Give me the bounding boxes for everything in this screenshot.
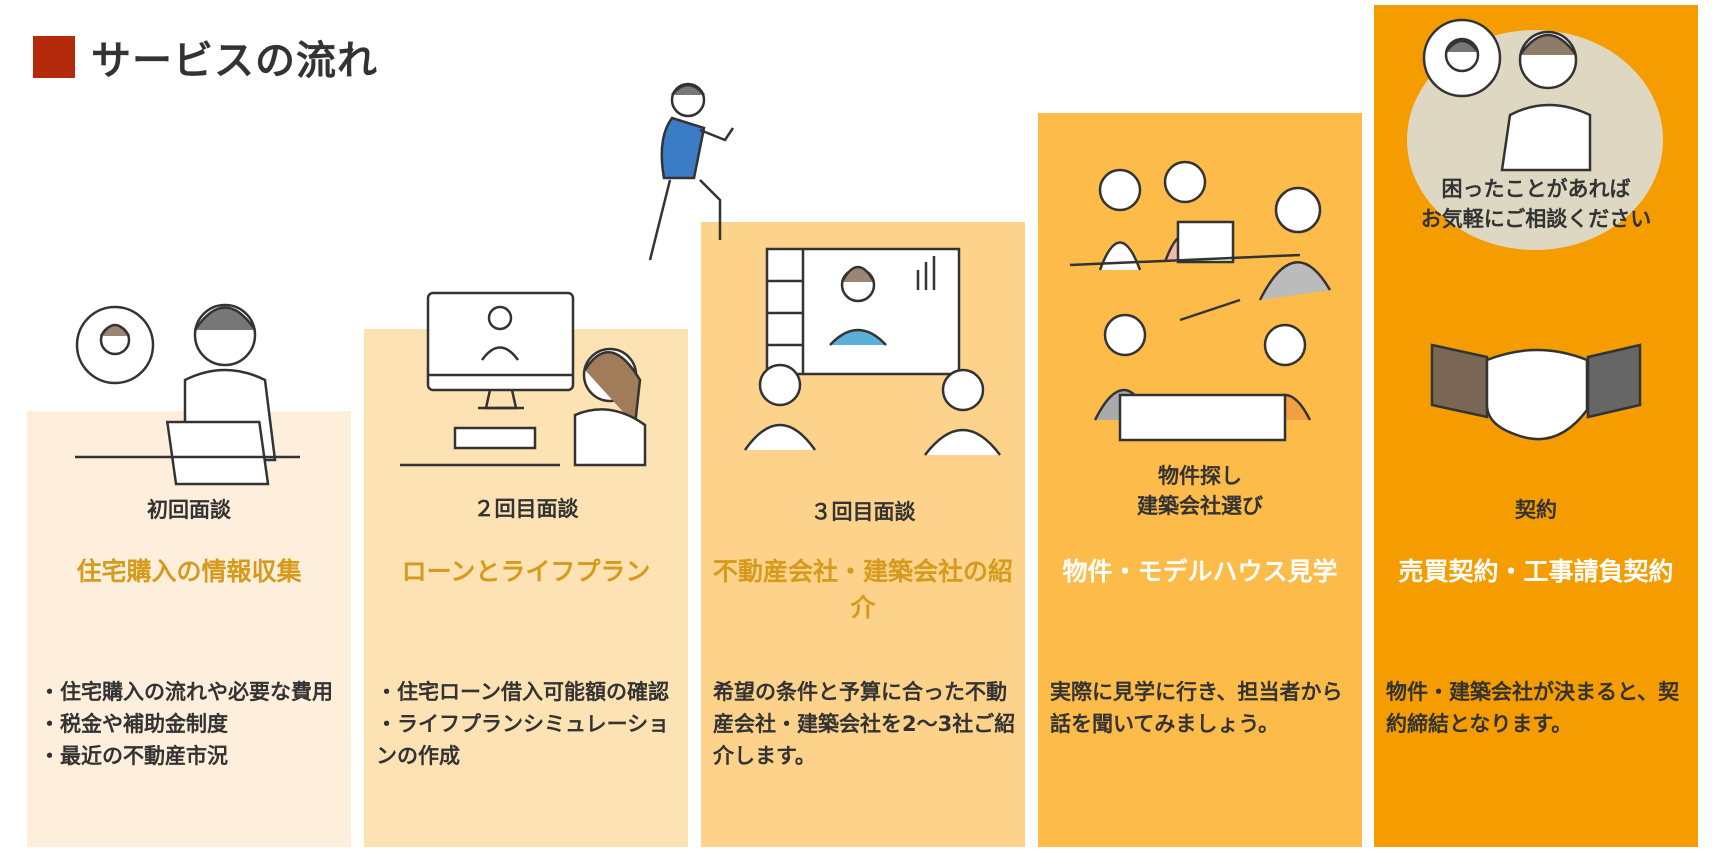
- step-heading: 不動産会社・建築会社の紹介: [712, 557, 1013, 622]
- step-label: 物件探し 建築会社選び: [1137, 464, 1263, 518]
- step-4: 物件探し 建築会社選び 物件・モデルハウス見学 実際に見学に行き、担当者から話を…: [1038, 113, 1362, 847]
- body-line: 実際に見学に行き、担当者から話を聞いてみましょう。: [1050, 680, 1343, 736]
- step-body: ・住宅購入の流れや必要な費用 ・税金や補助金制度 ・最近の不動産市況: [39, 676, 343, 772]
- step-label: ３回目面談: [810, 500, 916, 524]
- step-body: 実際に見学に行き、担当者から話を聞いてみましょう。: [1050, 676, 1354, 740]
- consult-text: 困ったことがあれば お気軽にご相談ください: [1420, 177, 1652, 231]
- step-label: 契約: [1515, 498, 1557, 522]
- step-body: ・住宅ローン借入可能額の確認 ・ライフプランシミュレーションの作成: [376, 676, 680, 772]
- section-title: サービスの流れ: [33, 28, 378, 86]
- step-heading: 住宅購入の情報収集: [76, 557, 302, 586]
- body-line: ・ライフプランシミュレーションの作成: [376, 712, 670, 768]
- body-line: 希望の条件と予算に合った不動産会社・建築会社を2〜3社ご紹介します。: [713, 680, 1016, 768]
- body-line: ・住宅ローン借入可能額の確認: [376, 680, 669, 704]
- step-heading: 売買契約・工事請負契約: [1398, 557, 1674, 586]
- step-heading: 物件・モデルハウス見学: [1062, 557, 1338, 586]
- body-line: ・最近の不動産市況: [39, 744, 228, 768]
- step-body: 物件・建築会社が決まると、契約締結となります。: [1386, 676, 1690, 740]
- step-body: 希望の条件と予算に合った不動産会社・建築会社を2〜3社ご紹介します。: [713, 676, 1017, 772]
- step-2: ２回目面談 ローンとライフプラン ・住宅ローン借入可能額の確認 ・ライフプランシ…: [364, 329, 688, 847]
- step-1: 初回面談 住宅購入の情報収集 ・住宅購入の流れや必要な費用 ・税金や補助金制度 …: [27, 411, 351, 847]
- step-3: ３回目面談 不動産会社・建築会社の紹介 希望の条件と予算に合った不動産会社・建築…: [701, 222, 1025, 847]
- step-heading: ローンとライフプラン: [401, 557, 651, 586]
- title-marker: [33, 36, 75, 78]
- title-text: サービスの流れ: [91, 38, 378, 84]
- step-label: ２回目面談: [473, 497, 579, 521]
- body-line: ・住宅購入の流れや必要な費用: [39, 680, 333, 704]
- body-line: ・税金や補助金制度: [39, 712, 228, 736]
- step-label: 初回面談: [147, 498, 231, 522]
- body-line: 物件・建築会社が決まると、契約締結となります。: [1386, 680, 1680, 736]
